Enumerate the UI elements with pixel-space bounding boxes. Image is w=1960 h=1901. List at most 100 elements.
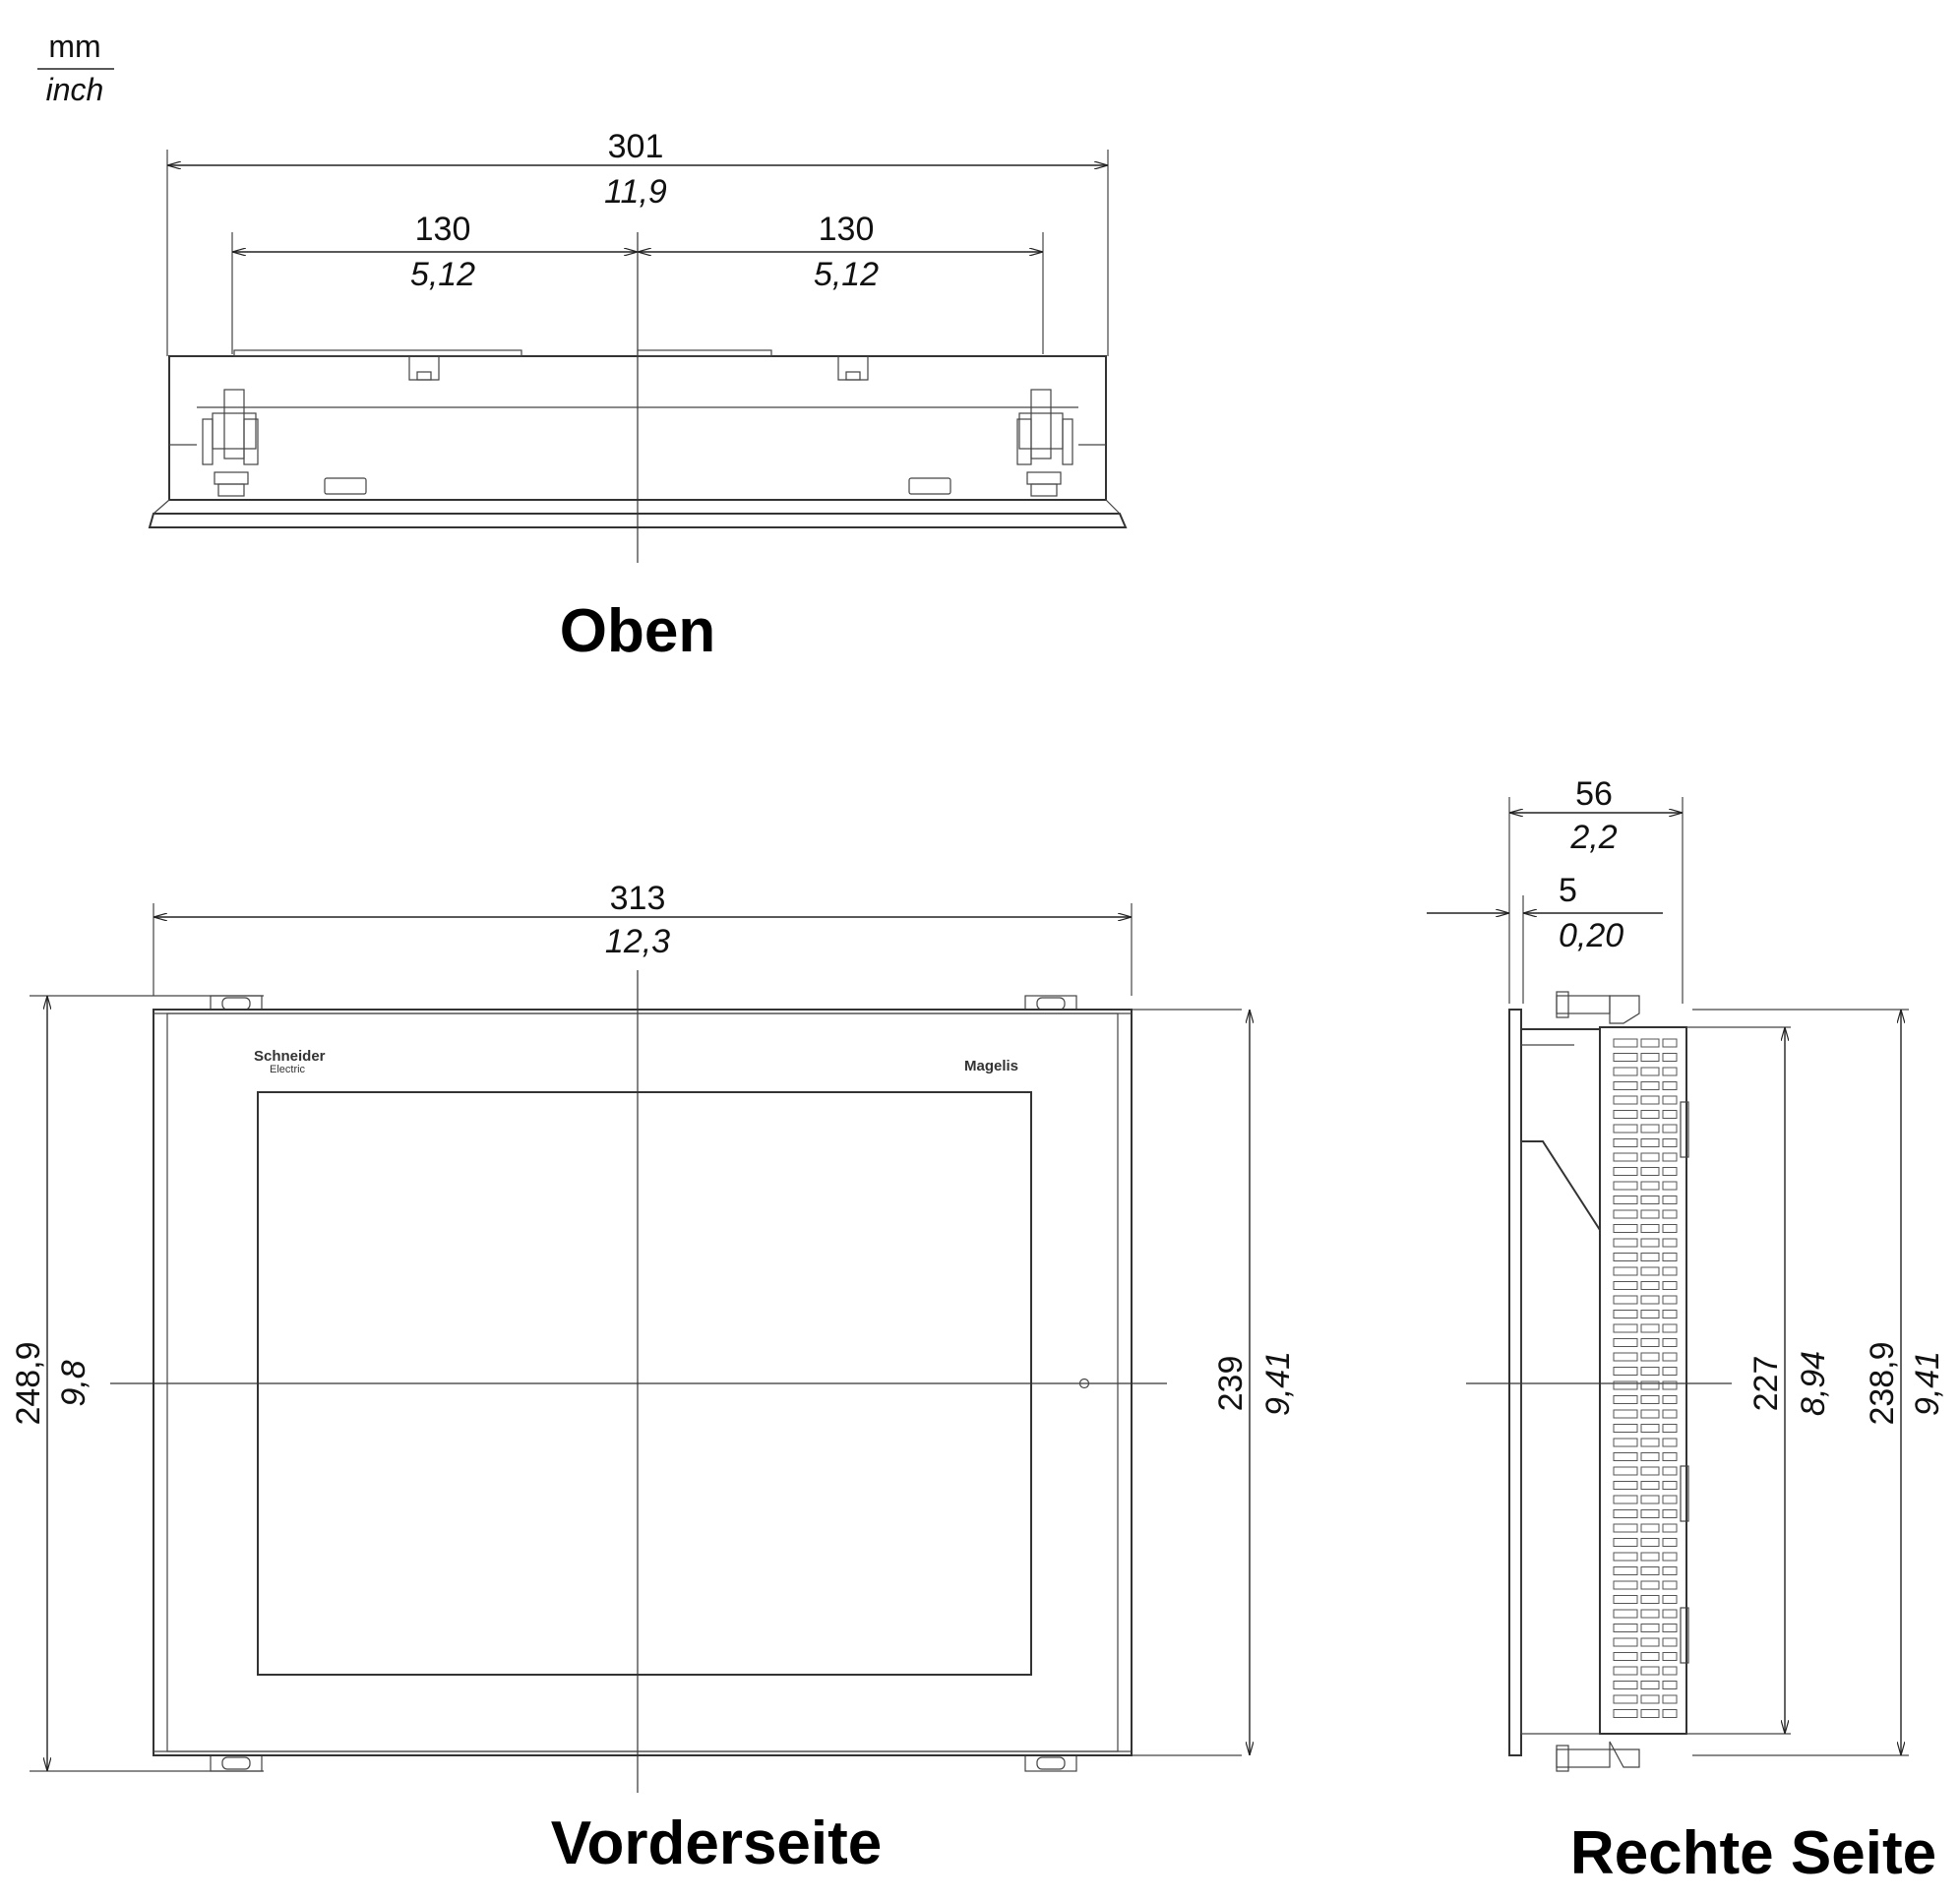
vent-slot: [1640, 1380, 1660, 1390]
vent-slot: [1640, 1466, 1660, 1476]
top-view: 301 11,9 130 5,12 130 5,12: [148, 128, 1128, 665]
vent-slot: [1613, 1295, 1638, 1305]
vent-slot: [1613, 1552, 1638, 1562]
vent-slot: [1662, 1452, 1678, 1461]
vent-slot: [1640, 1523, 1660, 1533]
vent-slot: [1613, 1124, 1638, 1134]
vent-slot: [1662, 1652, 1678, 1661]
vent-slot: [1662, 1481, 1678, 1490]
vent-slot: [1662, 1124, 1678, 1134]
side-bezel-plate: [1508, 1009, 1522, 1756]
vent-slot: [1662, 1209, 1678, 1219]
vent-slot: [1640, 1281, 1660, 1290]
vent-slot: [1613, 1495, 1638, 1504]
vent-slot: [1640, 1067, 1660, 1076]
vent-slot: [1662, 1438, 1678, 1447]
vent-slot: [1640, 1624, 1660, 1632]
vent-slot: [1640, 1338, 1660, 1347]
brand-magelis: Magelis: [964, 1058, 1018, 1074]
vent-slot: [1662, 1167, 1678, 1176]
vent-slot: [1640, 1152, 1660, 1162]
front-height-left-inch: 9,8: [55, 1360, 92, 1406]
vent-slot: [1640, 1196, 1660, 1204]
vent-slot: [1613, 1209, 1638, 1219]
vent-slot: [1662, 1495, 1678, 1504]
vent-slot: [1640, 1181, 1660, 1191]
front-width-inch: 12,3: [605, 923, 670, 960]
vent-slot: [1662, 1266, 1678, 1276]
vent-slot: [1640, 1609, 1660, 1619]
vent-slot: [1662, 1181, 1678, 1191]
vent-slot: [1613, 1438, 1638, 1447]
vent-slot: [1662, 1081, 1678, 1090]
top-left-inch: 5,12: [410, 256, 475, 293]
vent-slot: [1613, 1310, 1638, 1318]
vent-slot: [1640, 1209, 1660, 1219]
side-housing-taper: [1520, 1028, 1601, 1234]
vent-slot: [1662, 1067, 1678, 1076]
vent-slot: [1662, 1152, 1678, 1162]
brand-electric: Electric: [270, 1064, 306, 1075]
front-height-right-inch: 9,41: [1259, 1351, 1297, 1416]
front-sensor-dot: [1078, 1378, 1090, 1389]
vent-slot: [1662, 1295, 1678, 1305]
vent-slot: [1662, 1367, 1678, 1376]
vent-slot: [1640, 1438, 1660, 1447]
vent-slot: [1613, 1538, 1638, 1547]
vent-slot: [1662, 1224, 1678, 1233]
vent-slot: [1640, 1595, 1660, 1604]
vent-slot: [1640, 1652, 1660, 1661]
vent-slot: [1640, 1637, 1660, 1647]
side-outer-height-inch: 9,41: [1909, 1351, 1946, 1416]
vent-slot: [1613, 1466, 1638, 1476]
vent-slot: [1662, 1681, 1678, 1689]
unit-inch: inch: [46, 72, 104, 107]
vent-slot: [1613, 1323, 1638, 1333]
vent-slot: [1662, 1110, 1678, 1119]
vent-slot: [1662, 1609, 1678, 1619]
vent-slot: [1613, 1138, 1638, 1147]
unit-legend: mm inch: [37, 29, 114, 107]
vent-slot: [1613, 1409, 1638, 1419]
top-left-bracket: [202, 389, 259, 497]
vent-slot: [1662, 1709, 1678, 1718]
vent-slot: [1640, 1538, 1660, 1547]
vent-slot: [1640, 1681, 1660, 1689]
vent-slot: [1613, 1224, 1638, 1233]
front-height-right-mm: 239: [1212, 1356, 1250, 1412]
vent-slot: [1640, 1310, 1660, 1318]
vent-slot: [1662, 1380, 1678, 1390]
vent-slot: [1640, 1694, 1660, 1704]
vent-slot: [1613, 1095, 1638, 1105]
vent-slot: [1662, 1637, 1678, 1647]
vent-slot: [1613, 1053, 1638, 1062]
vent-slot: [1613, 1609, 1638, 1619]
side-depth-inch: 2,2: [1569, 819, 1617, 856]
vent-slot: [1640, 1424, 1660, 1433]
top-view-title: Oben: [560, 597, 715, 665]
vent-slot: [1640, 1110, 1660, 1119]
vent-slot: [1613, 1595, 1638, 1604]
vent-slot: [1662, 1095, 1678, 1105]
vent-slot: [1640, 1053, 1660, 1062]
front-bezel-outline: [153, 1009, 1133, 1756]
side-inner-height-inch: 8,94: [1795, 1351, 1832, 1416]
vent-slot: [1662, 1253, 1678, 1261]
vent-slot: [1662, 1395, 1678, 1404]
top-overall-inch: 11,9: [604, 173, 667, 211]
vent-slot: [1640, 1566, 1660, 1575]
vent-slot: [1640, 1038, 1660, 1048]
vent-slot: [1662, 1323, 1678, 1333]
side-vent-slots: [1613, 1038, 1678, 1718]
top-overall-mm: 301: [608, 128, 664, 165]
vent-slot: [1662, 1538, 1678, 1547]
vent-slot: [1613, 1395, 1638, 1404]
vent-slot: [1640, 1709, 1660, 1718]
vent-slot: [1640, 1238, 1660, 1248]
side-inner-height-mm: 227: [1747, 1356, 1785, 1412]
vent-slot: [1613, 1652, 1638, 1661]
front-view-title: Vorderseite: [551, 1809, 883, 1877]
vent-slot: [1613, 1681, 1638, 1689]
vent-slot: [1640, 1666, 1660, 1676]
vent-slot: [1613, 1281, 1638, 1290]
